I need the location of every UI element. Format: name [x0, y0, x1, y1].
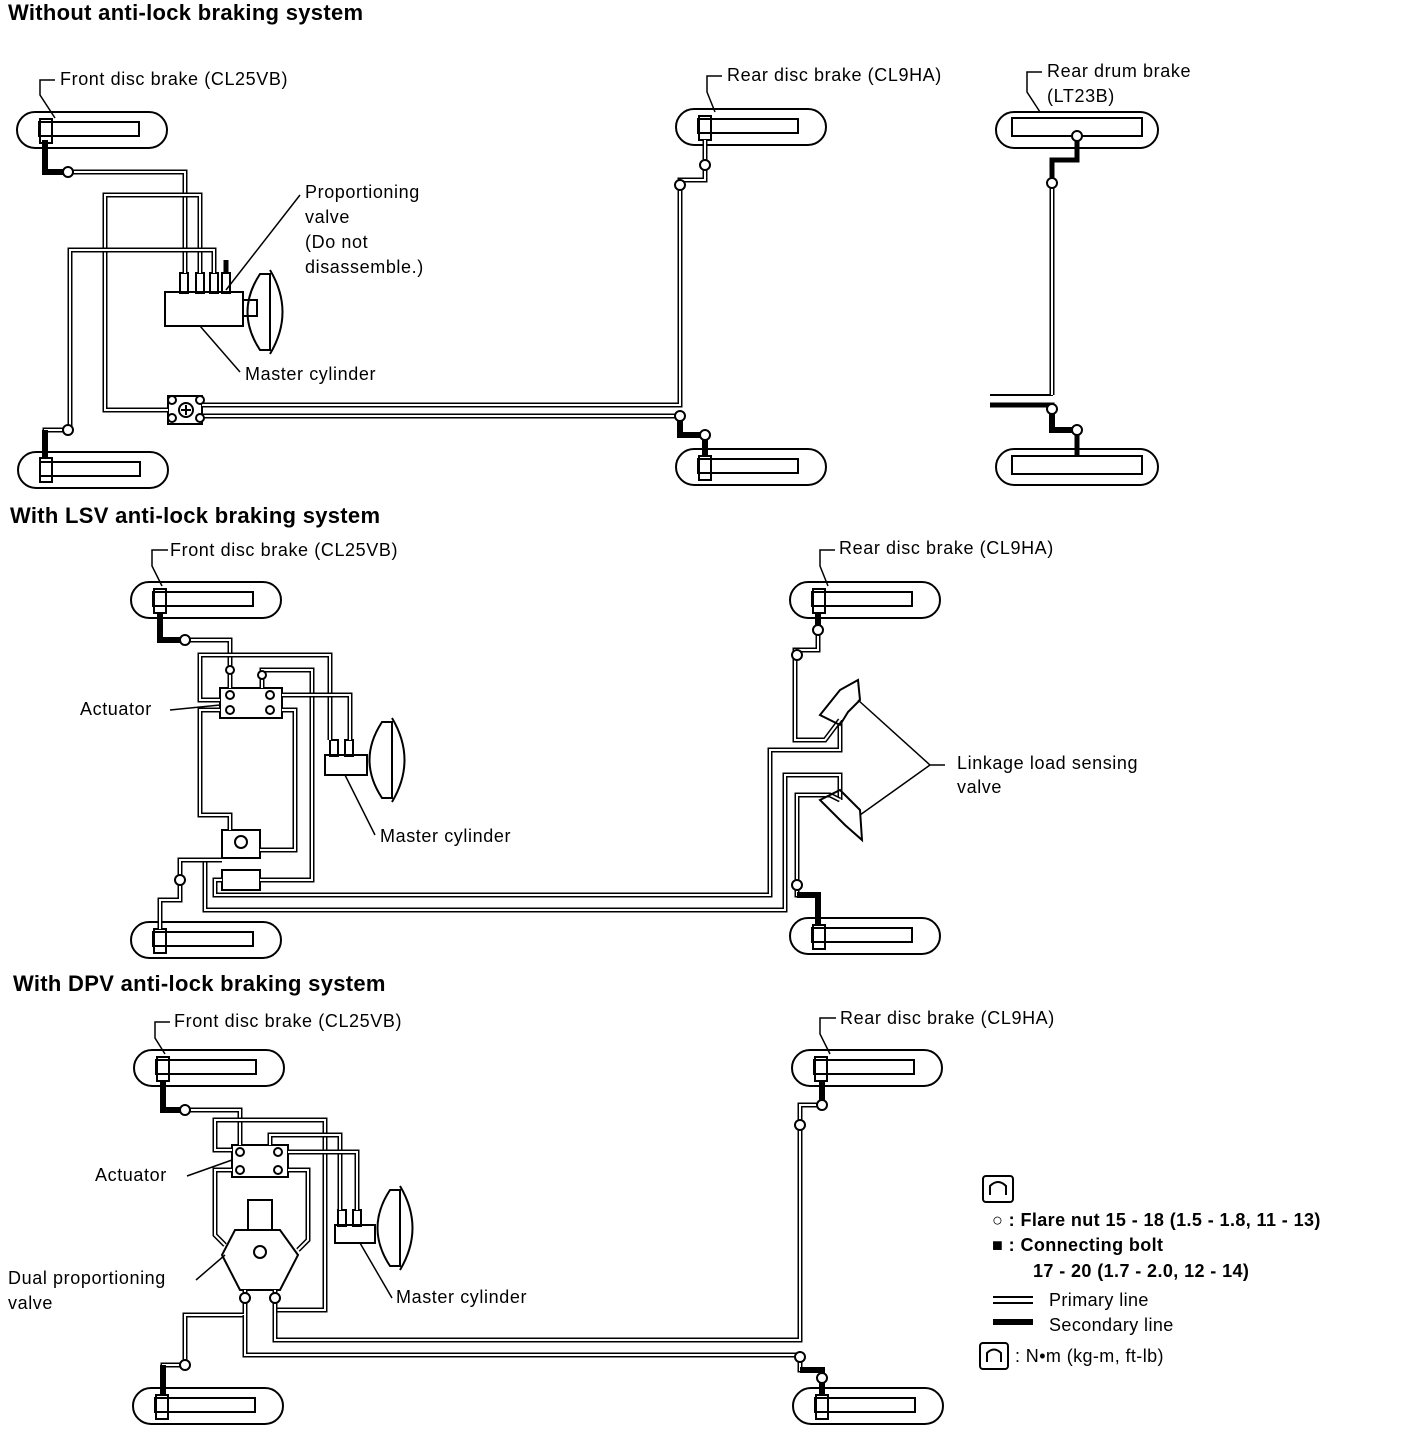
lsv-upper [818, 678, 862, 727]
label-front-disc-1: Front disc brake (CL25VB) [60, 69, 289, 89]
label-front-disc-3: Front disc brake (CL25VB) [174, 1011, 403, 1031]
legend-secondary-line: Secondary line [1049, 1315, 1174, 1335]
label-dual-prop-2: valve [8, 1293, 54, 1313]
torque-wrench-icon [982, 1175, 1014, 1203]
legend-flare-nut: ○ : Flare nut 15 - 18 (1.5 - 1.8, 11 - 1… [992, 1210, 1321, 1230]
legend-graphics [979, 1175, 1033, 1370]
actuator-2 [219, 687, 283, 719]
label-rear-drum-2: (LT23B) [1047, 86, 1115, 106]
label-linkage-2: valve [957, 777, 1003, 797]
label-rear-drum-1: Rear drum brake [1047, 61, 1192, 81]
section-lsv-abs [130, 549, 945, 959]
legend-unit: : N•m (kg-m, ft-lb) [1015, 1346, 1164, 1366]
section-without-abs [16, 71, 1159, 489]
title-dpv-abs: With DPV anti-lock braking system [13, 971, 386, 996]
legend-connecting-bolt: ■ : Connecting bolt [992, 1235, 1164, 1255]
legend-connecting-bolt-torque: 17 - 20 (1.7 - 2.0, 12 - 14) [1033, 1261, 1250, 1281]
label-master-cylinder-1: Master cylinder [245, 364, 377, 384]
label-proportioning-1: Proportioning [305, 182, 420, 202]
actuator-3 [231, 1144, 289, 1178]
label-proportioning-3: (Do not [305, 232, 369, 252]
label-rear-disc-1: Rear disc brake (CL9HA) [727, 65, 942, 85]
legend-primary-line: Primary line [1049, 1290, 1149, 1310]
label-rear-disc-2: Rear disc brake (CL9HA) [839, 538, 1054, 558]
label-master-cylinder-3: Master cylinder [396, 1287, 528, 1307]
label-master-cylinder-2: Master cylinder [380, 826, 512, 846]
dual-proportioning-valve [220, 1229, 300, 1291]
label-linkage-1: Linkage load sensing [957, 753, 1139, 773]
label-actuator-2: Actuator [80, 699, 152, 719]
label-actuator-3: Actuator [95, 1165, 167, 1185]
title-without-abs: Without anti-lock braking system [8, 0, 364, 25]
label-proportioning-4: disassemble.) [305, 257, 424, 277]
label-rear-disc-3: Rear disc brake (CL9HA) [840, 1008, 1055, 1028]
torque-wrench-icon [979, 1342, 1009, 1370]
label-front-disc-2: Front disc brake (CL25VB) [170, 540, 399, 560]
title-lsv-abs: With LSV anti-lock braking system [10, 503, 381, 528]
lsv-lower [818, 788, 864, 843]
master-cylinder-1 [164, 291, 244, 327]
label-proportioning-2: valve [305, 207, 351, 227]
label-dual-prop-1: Dual proportioning [8, 1268, 166, 1288]
section-dpv-abs [132, 1017, 944, 1425]
